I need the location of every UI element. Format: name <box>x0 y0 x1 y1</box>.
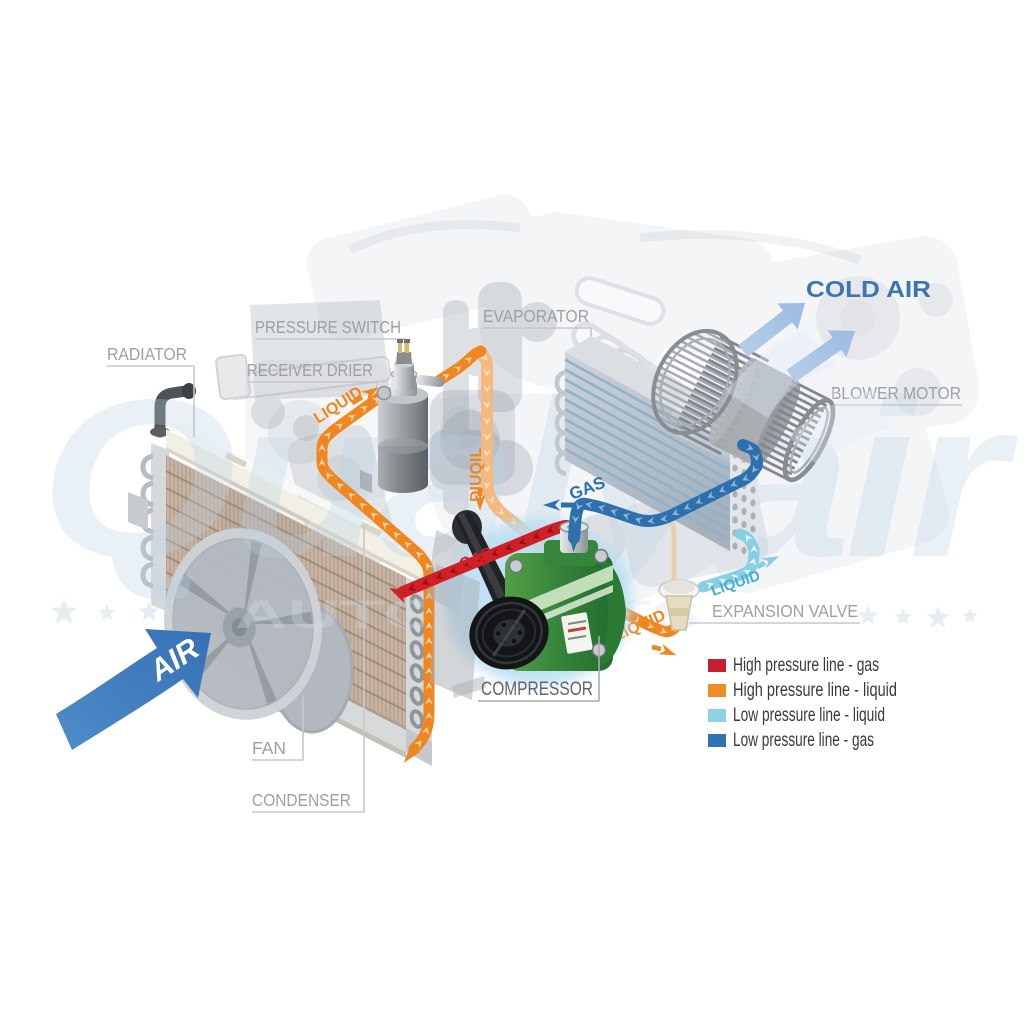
svg-text:COMPRESSOR: COMPRESSOR <box>481 678 593 700</box>
svg-text:High pressure line - liquid: High pressure line - liquid <box>733 680 897 701</box>
svg-text:COLD AIR: COLD AIR <box>806 276 931 302</box>
svg-text:RECEIVER DRIER: RECEIVER DRIER <box>247 360 373 380</box>
svg-text:PRESSURE SWITCH: PRESSURE SWITCH <box>255 317 401 337</box>
svg-text:CONDENSER: CONDENSER <box>252 790 351 810</box>
svg-text:EXPANSION VALVE: EXPANSION VALVE <box>712 601 858 621</box>
svg-text:FAN: FAN <box>252 738 286 758</box>
svg-text:Low pressure line - liquid: Low pressure line - liquid <box>733 705 885 726</box>
svg-text:EVAPORATOR: EVAPORATOR <box>483 306 589 326</box>
svg-text:High pressure line - gas: High pressure line - gas <box>733 655 879 676</box>
svg-text:BLOWER MOTOR: BLOWER MOTOR <box>831 383 961 403</box>
svg-text:RADIATOR: RADIATOR <box>107 344 187 364</box>
svg-text:Low pressure line - gas: Low pressure line - gas <box>733 730 874 751</box>
